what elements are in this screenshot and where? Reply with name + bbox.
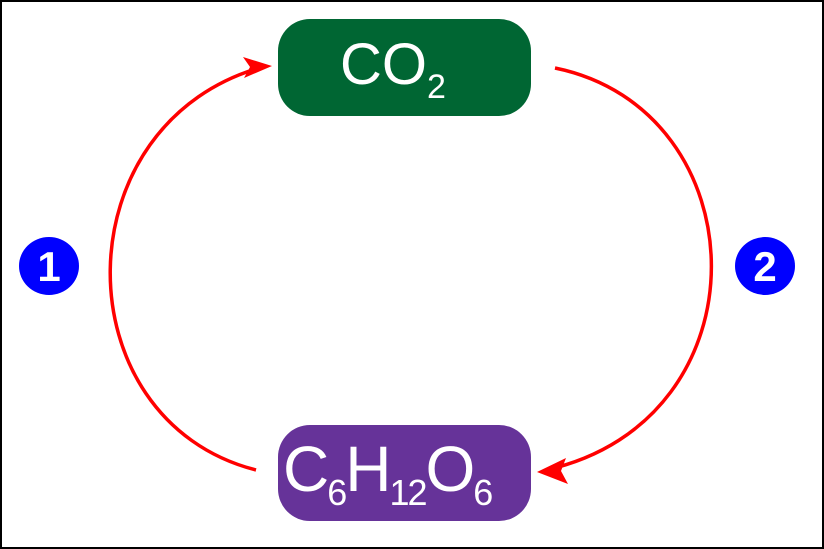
- glucose-label: C6H12O6: [283, 433, 492, 513]
- co2-node: CO2: [278, 19, 531, 116]
- glucose-sub-h: 12: [389, 472, 426, 513]
- glucose-h: H: [345, 433, 389, 505]
- step-2-circle: [735, 237, 795, 295]
- step-badge-2: 2: [735, 237, 795, 295]
- glucose-node: C6H12O6: [278, 425, 531, 521]
- glucose-sub-o: 6: [473, 472, 492, 513]
- co2-box: [278, 19, 531, 116]
- arrow-2-to-glucose: [545, 66, 714, 472]
- co2-c: C: [340, 32, 382, 97]
- co2-label: CO2: [340, 32, 446, 106]
- co2-o: O: [382, 32, 427, 97]
- arrowhead-2: [537, 458, 568, 484]
- glucose-c: C: [283, 433, 327, 505]
- glucose-sub-c: 6: [327, 472, 346, 513]
- step-badge-1: 1: [19, 237, 79, 295]
- step-2-label: 2: [753, 243, 776, 290]
- glucose-o: O: [426, 433, 474, 505]
- co2-sub-2: 2: [427, 68, 446, 106]
- arrow-1-to-co2: [108, 64, 267, 472]
- arrowhead-1: [243, 57, 272, 78]
- glucose-box: [278, 425, 531, 521]
- step-1-circle: [19, 237, 79, 295]
- step-1-label: 1: [37, 243, 60, 290]
